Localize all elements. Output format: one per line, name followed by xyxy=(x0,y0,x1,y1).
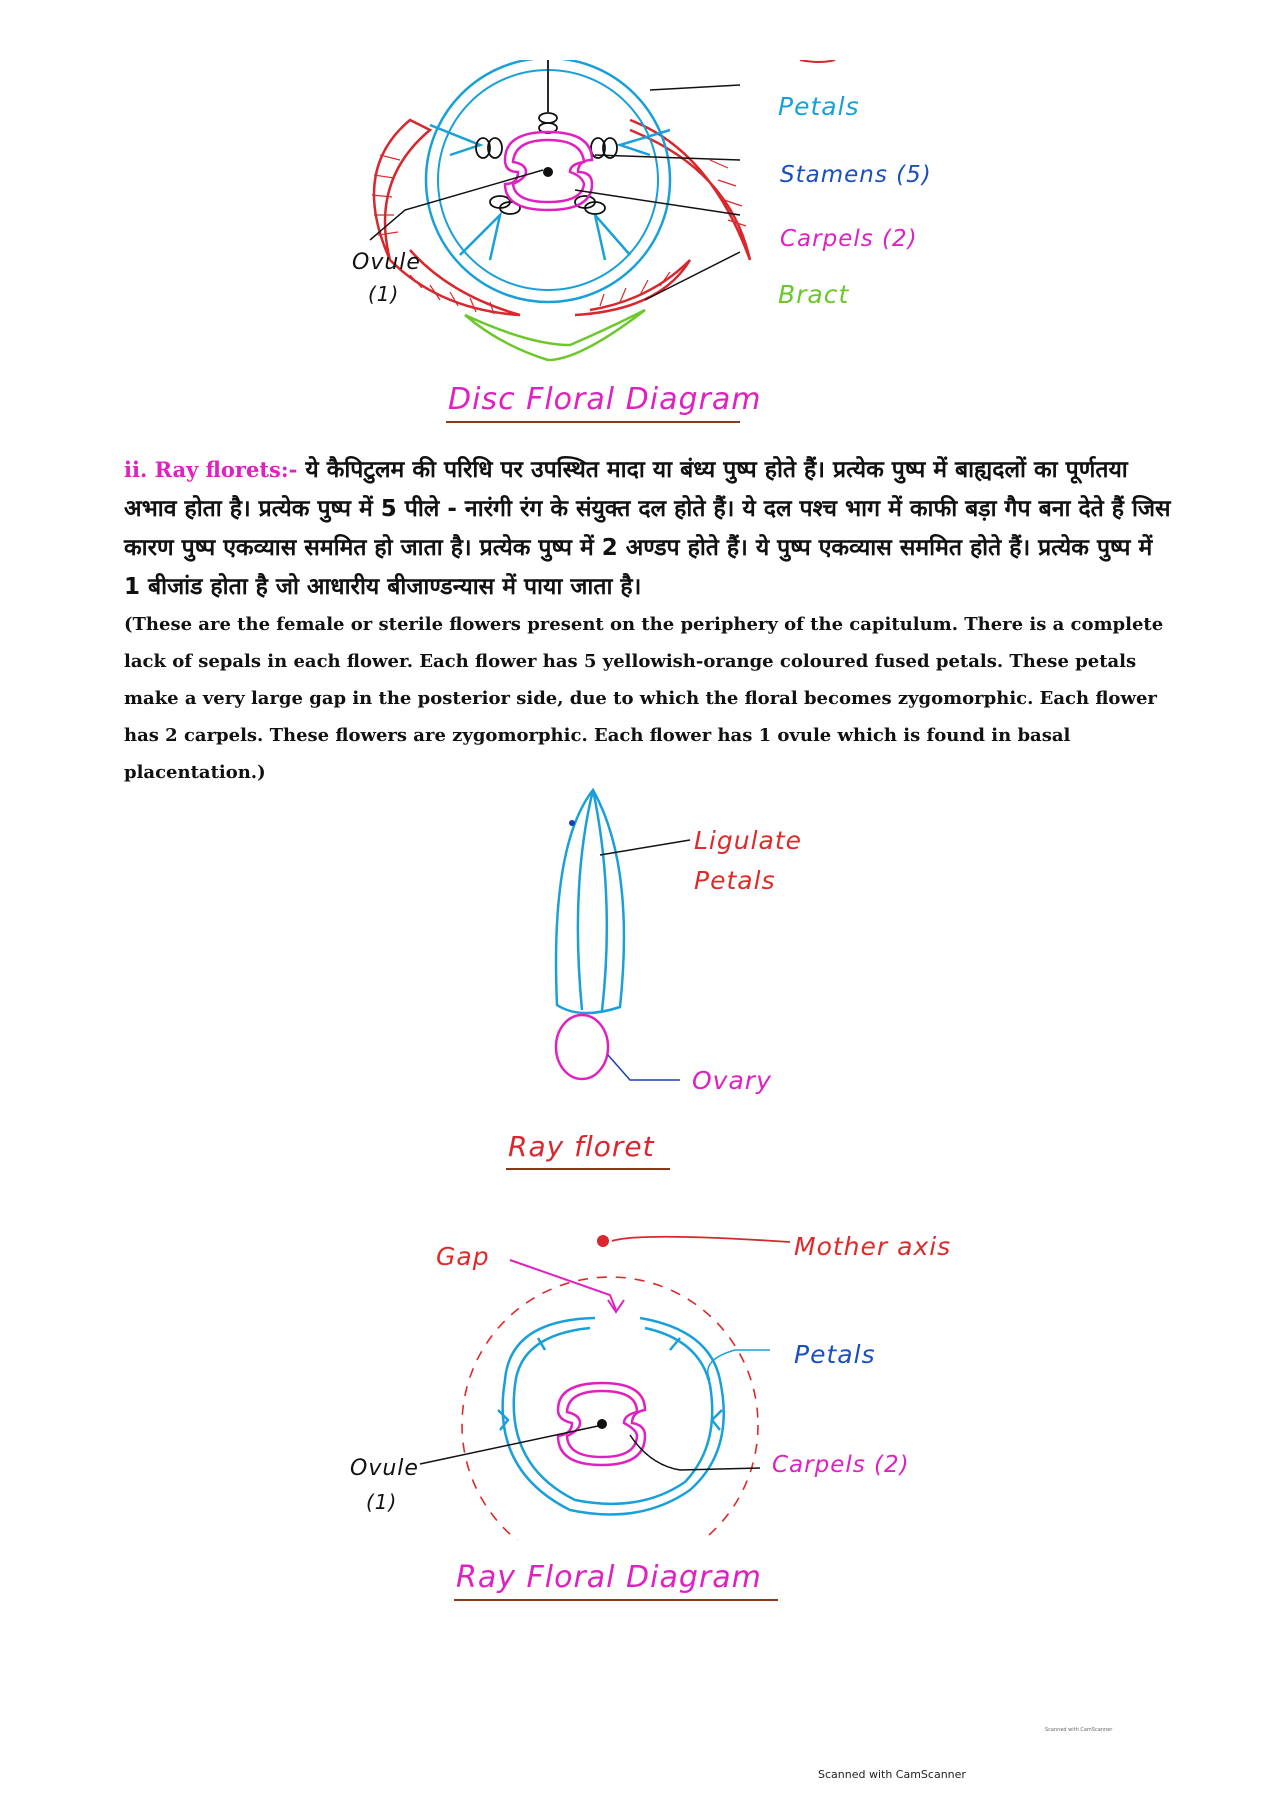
ray-floret-leader-lines xyxy=(600,840,690,1080)
disc-floral-diagram xyxy=(330,60,990,380)
ligulate-petal xyxy=(556,790,624,1013)
ray-floret-caption: Ray floret xyxy=(508,1130,655,1163)
ray-floral-diagram xyxy=(340,1220,960,1540)
gap-label: Gap xyxy=(436,1242,490,1271)
mother-axis-label: Mother axis xyxy=(794,1232,951,1261)
ray-florets-hindi-paragraph: ii. Ray florets:- ये कैपिटुलम की परिधि प… xyxy=(124,450,1174,607)
ovary-label: Ovary xyxy=(692,1066,772,1095)
ray-floral-caption-underline xyxy=(452,1596,782,1604)
petal-tip-dot xyxy=(569,820,575,826)
scanner-watermark-small: Scanned with CamScanner xyxy=(1045,1727,1112,1733)
ray-ovule-label: Ovule xyxy=(350,1456,419,1481)
ray-petal-whorl xyxy=(498,1318,724,1515)
scanner-watermark: Scanned with CamScanner xyxy=(818,1768,966,1781)
ray-floral-caption: Ray Floral Diagram xyxy=(456,1560,762,1595)
ovary-shape xyxy=(556,1015,608,1079)
ray-outer-dashed-circle xyxy=(462,1277,758,1540)
mother-axis-dot xyxy=(597,1235,609,1247)
ray-carpels-label: Carpels (2) xyxy=(772,1452,910,1478)
ray-petals-label: Petals xyxy=(794,1340,876,1369)
ray-ovule-count: (1) xyxy=(366,1490,397,1514)
ray-florets-english-paragraph: (These are the female or sterile flowers… xyxy=(124,606,1174,791)
disc-bract-label: Bract xyxy=(778,280,849,309)
top-red-mark xyxy=(800,60,835,62)
disc-ovule-count: (1) xyxy=(368,282,399,306)
disc-caption: Disc Floral Diagram xyxy=(448,382,761,417)
ray-florets-heading: ii. Ray florets:- xyxy=(124,457,297,482)
ligulate-label: Ligulate xyxy=(694,826,802,855)
disc-ovule-label: Ovule xyxy=(352,250,421,275)
mother-axis-leader xyxy=(612,1237,790,1242)
disc-petals-label: Petals xyxy=(778,92,860,121)
gap-arrowhead xyxy=(608,1300,624,1312)
green-bract xyxy=(465,310,645,360)
ray-ovule-dot xyxy=(597,1419,607,1429)
ligulate-petals-label: Petals xyxy=(694,866,776,895)
ray-floret-caption-underline xyxy=(504,1165,674,1173)
disc-caption-underline xyxy=(444,418,744,426)
disc-stamens-label: Stamens (5) xyxy=(780,162,932,188)
ovule-dot xyxy=(543,167,553,177)
disc-carpels-label: Carpels (2) xyxy=(780,226,918,252)
